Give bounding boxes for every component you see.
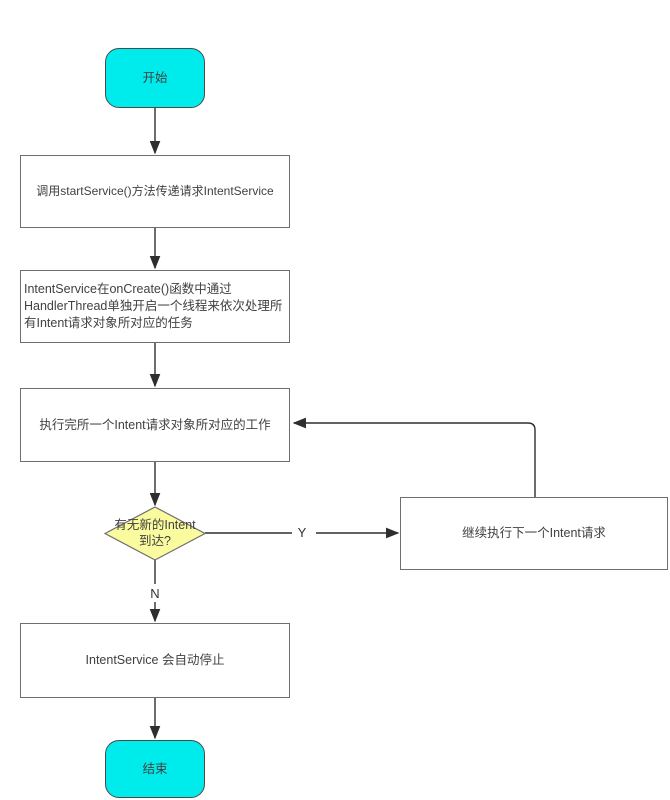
end-node: 结束 xyxy=(105,740,205,798)
connector-continue-loop-to-step3 xyxy=(292,417,536,497)
process-continue-next-intent-label: 继续执行下一个Intent请求 xyxy=(462,526,606,540)
decision-label-line-2: 到达? xyxy=(139,534,171,548)
process-oncreate-line-2: HandlerThread单独开启一个线程来依次处理所 xyxy=(24,299,283,313)
start-node: 开始 xyxy=(105,48,205,108)
process-execute-intent-work-label: 执行完所一个Intent请求对象所对应的工作 xyxy=(39,417,271,432)
process-continue-next-intent: 继续执行下一个Intent请求 xyxy=(400,497,668,570)
process-oncreate-line-3: 有Intent请求对象所对应的任务 xyxy=(24,316,193,330)
process-call-startservice-label: 调用startService()方法传递请求IntentService xyxy=(36,184,274,198)
decision-label-line-1: 有无新的Intent xyxy=(114,518,196,532)
edge-label-no: N xyxy=(150,586,160,601)
end-node-label: 结束 xyxy=(142,761,168,776)
process-oncreate-line-1: IntentService在onCreate()函数中通过 xyxy=(24,282,232,296)
start-node-label: 开始 xyxy=(142,70,168,85)
decision-diamond-shape xyxy=(103,506,207,561)
process-oncreate-handlerthread: IntentService在onCreate()函数中通过 HandlerThr… xyxy=(20,270,290,343)
process-call-startservice: 调用startService()方法传递请求IntentService xyxy=(20,155,290,228)
decision-node-label: 有无新的Intent 到达? xyxy=(103,517,207,549)
edge-label-yes: Y xyxy=(297,525,307,540)
process-execute-intent-work: 执行完所一个Intent请求对象所对应的工作 xyxy=(20,388,290,462)
process-autostop: IntentService 会自动停止 xyxy=(20,623,290,698)
process-autostop-label: IntentService 会自动停止 xyxy=(85,653,225,667)
